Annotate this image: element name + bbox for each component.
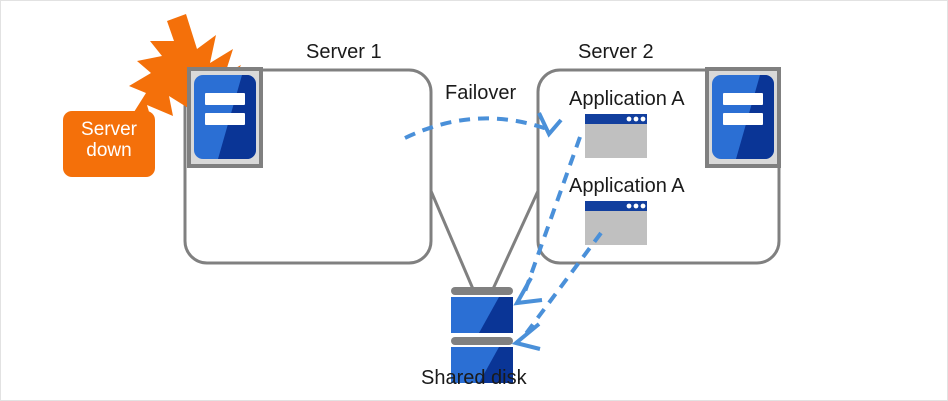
server-rack-icon-server2 (705, 67, 781, 168)
shared-disk-label: Shared disk (421, 367, 527, 389)
app2-to-disk-arrow (520, 231, 603, 341)
app-window-icon-2 (585, 201, 647, 245)
failover-label: Failover (445, 82, 517, 104)
shared-disk-icon (451, 287, 513, 383)
app-window-icon-1 (585, 114, 647, 158)
app1-to-disk-arrowhead (513, 277, 543, 306)
app2-to-disk-arrowhead (511, 322, 541, 351)
server-down-line-2: down (86, 140, 132, 161)
application-a-label-1: Application A (569, 88, 685, 110)
failover-arrowhead (537, 112, 563, 138)
lightning-bolt-icon (129, 14, 241, 122)
server-down-line-1: Server (81, 119, 137, 140)
server2-label: Server 2 (578, 41, 654, 63)
app1-to-disk-arrow (521, 136, 582, 298)
server-down-badge: Server down (63, 111, 155, 177)
server-rack-icon-server1 (187, 67, 263, 168)
shared-disk-connector-lines (429, 190, 540, 290)
application-a-label-2: Application A (569, 175, 685, 197)
server1-label: Server 1 (306, 41, 382, 63)
